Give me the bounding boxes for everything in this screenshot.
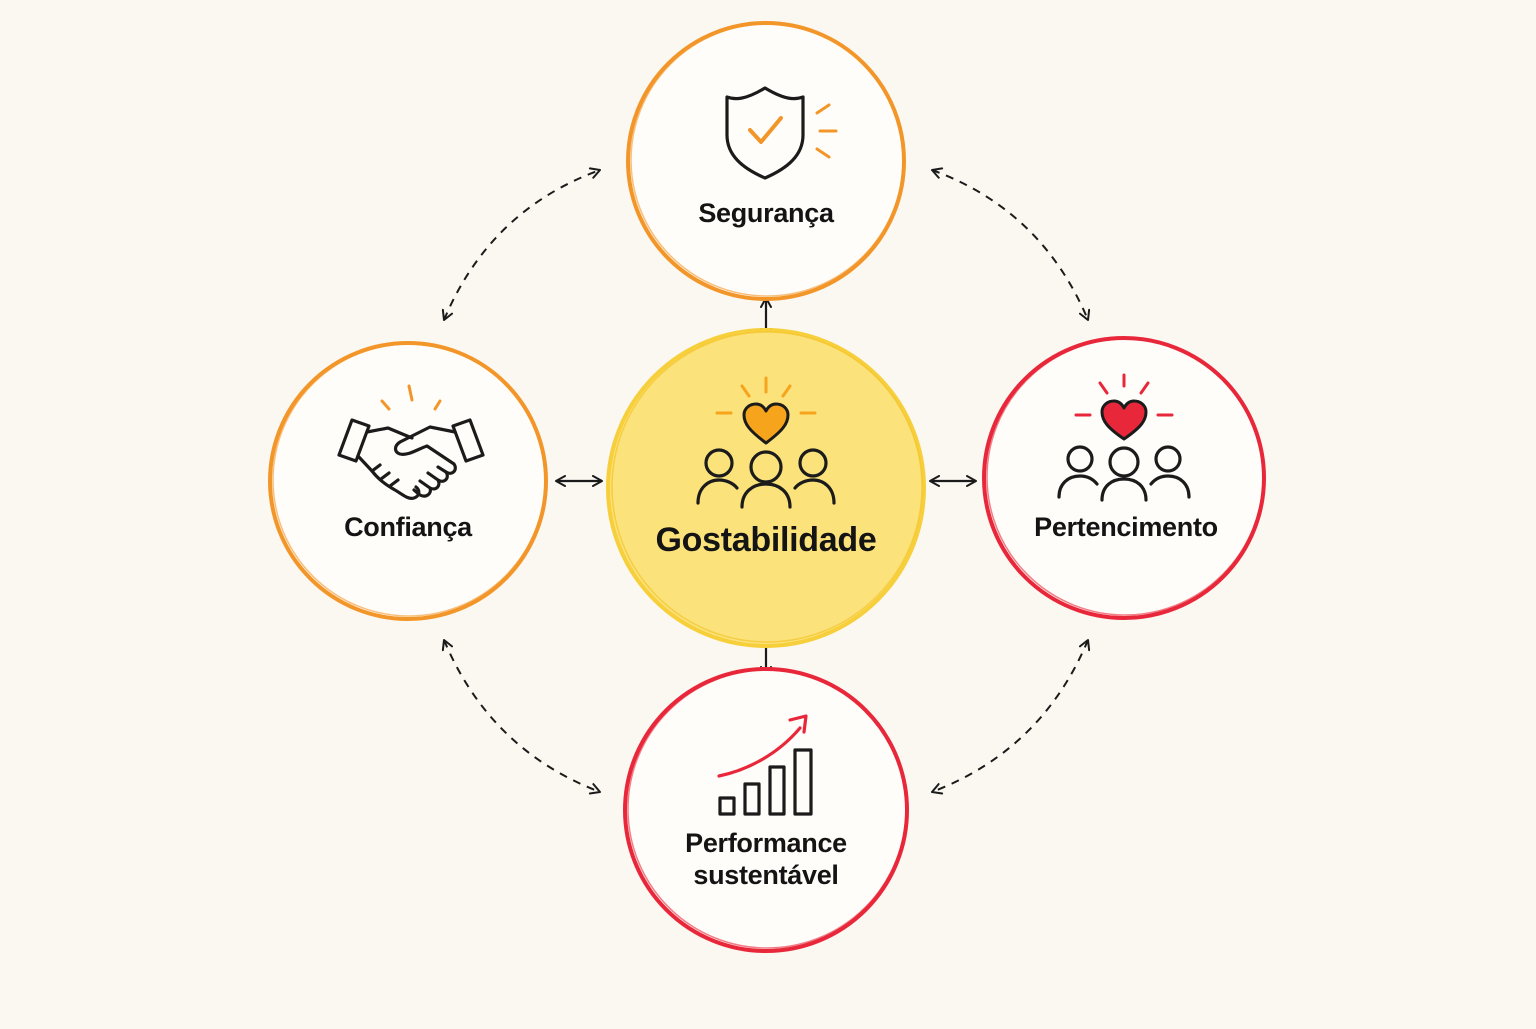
handshake-icon (337, 384, 485, 500)
dashed-connector-left-bottom (441, 639, 601, 795)
node-top-circle (626, 21, 906, 301)
node-label-pertencimento: Pertencimento (1034, 512, 1218, 542)
growth-chart-icon (717, 714, 813, 816)
dashed-connector-right-bottom (931, 639, 1091, 795)
dashed-connector-left-top (441, 167, 601, 321)
center-circle (606, 328, 926, 648)
node-label-confianca: Confiança (344, 512, 472, 542)
dashed-connector-top-right (931, 167, 1091, 321)
group-heart-icon (1057, 373, 1191, 502)
node-label-performance-line1: Performance (685, 828, 847, 858)
team-heart-icon (696, 376, 836, 509)
node-label-performance: Performance sustentável (626, 828, 906, 892)
center-label-gostabilidade: Gostabilidade (655, 521, 877, 559)
node-bottom-circle (623, 667, 909, 953)
shield-check-icon (725, 86, 838, 180)
node-left-circle (268, 341, 548, 621)
node-label-performance-line2: sustentável (693, 859, 839, 890)
node-label-seguranca: Segurança (698, 198, 834, 228)
